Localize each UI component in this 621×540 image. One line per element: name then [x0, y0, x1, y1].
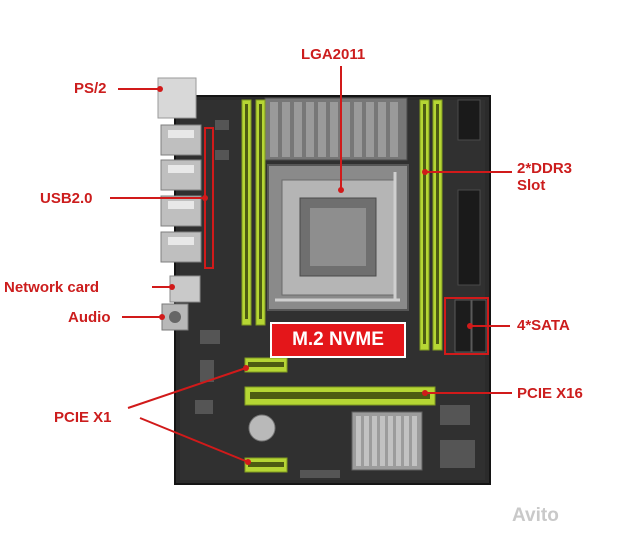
avito-watermark: Avito — [512, 505, 559, 527]
ps2-label: PS/2 — [74, 80, 107, 97]
ddr3-slot-label: 2*DDR3 Slot — [517, 160, 572, 195]
pcie-x16-label: PCIE X16 — [517, 385, 583, 402]
m2-nvme-label: M.2 NVME — [292, 329, 384, 350]
pcie-x1-label: PCIE X1 — [54, 409, 112, 426]
m2-nvme-badge: M.2 NVME — [270, 322, 406, 358]
ddr3-label-line2: Slot — [517, 177, 546, 195]
watermark-text: Avito — [512, 505, 559, 526]
ddr3-label-line1: 2*DDR3 — [517, 160, 573, 177]
usb2-label: USB2.0 — [40, 190, 93, 207]
network-card-label: Network card — [4, 279, 100, 296]
lga2011-label: LGA2011 — [301, 46, 366, 63]
sata-label: 4*SATA — [517, 317, 570, 334]
audio-label: Audio — [68, 309, 111, 326]
